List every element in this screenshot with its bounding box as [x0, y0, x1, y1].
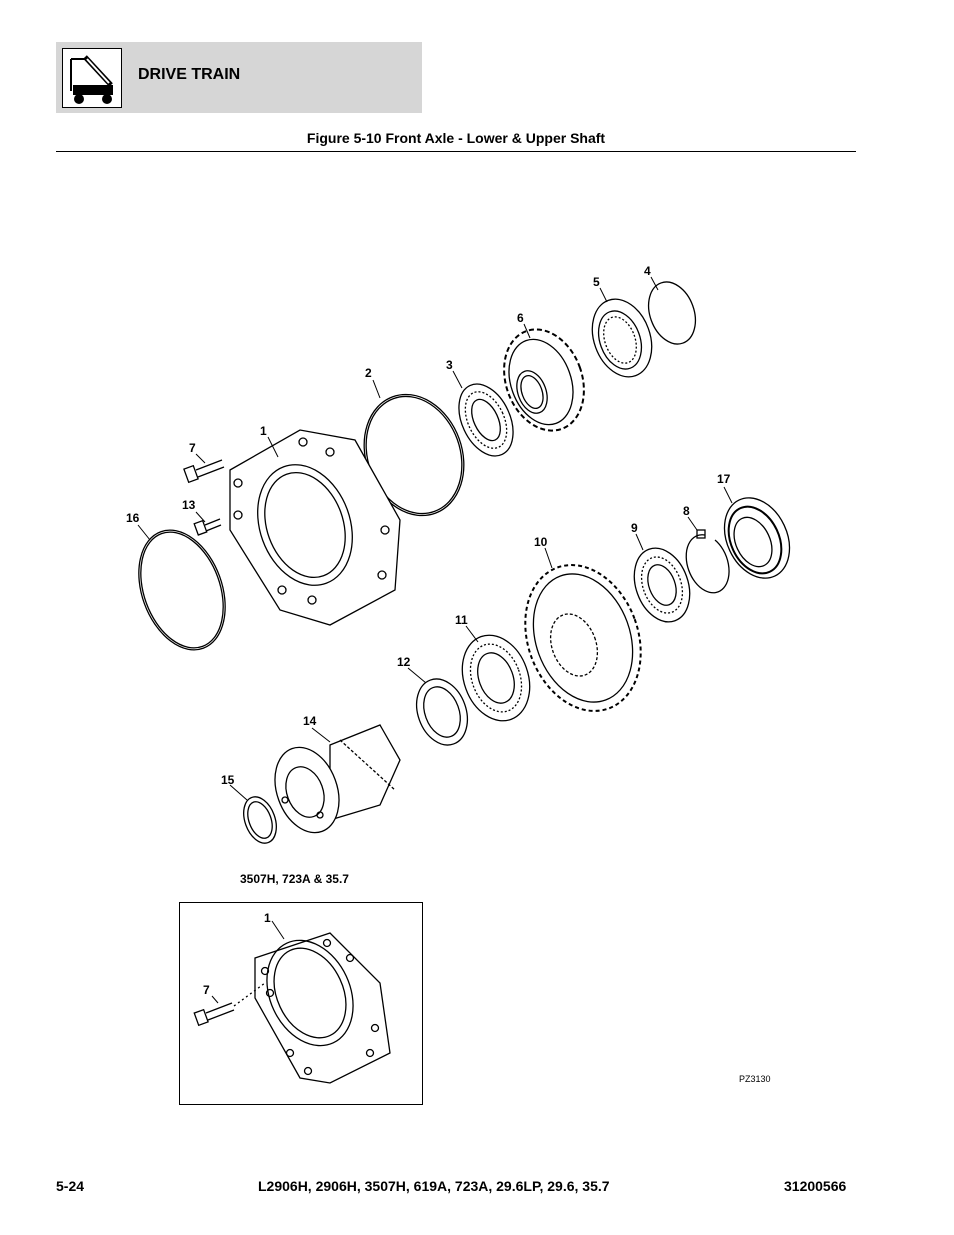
callout-14: 14 [303, 714, 317, 728]
callout-7: 7 [189, 441, 196, 455]
callout-2: 2 [365, 366, 372, 380]
inset-drawing: 1 7 [179, 902, 423, 1105]
part-1-housing [229, 429, 401, 626]
part-11-bearing [461, 634, 531, 722]
part-8-snap-ring [685, 529, 730, 594]
part-10-gear [524, 564, 642, 712]
part-6-gear [503, 328, 585, 432]
callout-11: 11 [455, 613, 468, 627]
callout-8: 8 [683, 504, 690, 518]
header-rule [56, 151, 856, 152]
inset-callout-7: 7 [203, 983, 210, 997]
variant-label: 3507H, 723A & 35.7 [240, 872, 349, 886]
callout-5: 5 [593, 275, 600, 289]
model-list: L2906H, 2906H, 3507H, 619A, 723A, 29.6LP… [258, 1178, 610, 1194]
callout-1: 1 [260, 424, 267, 438]
part-5-bearing [591, 298, 653, 378]
aerial-lift-icon [62, 48, 122, 108]
inset-callout-1: 1 [264, 911, 271, 925]
inset-housing-drawing: 1 7 [193, 911, 391, 1084]
callout-12: 12 [397, 655, 411, 669]
part-7-bolt [183, 459, 225, 484]
callout-3: 3 [446, 358, 453, 372]
callout-4: 4 [644, 264, 651, 278]
callout-16: 16 [126, 511, 140, 525]
document-number: 31200566 [784, 1178, 847, 1194]
part-3-bearing [458, 383, 514, 457]
callout-10: 10 [534, 535, 548, 549]
part-4-cap [647, 281, 697, 345]
part-13-bolt [193, 518, 222, 536]
callout-6: 6 [517, 311, 524, 325]
figure-title: Figure 5-10 Front Axle - Lower & Upper S… [306, 130, 606, 146]
part-17-seal [723, 497, 791, 579]
part-9-bearing [633, 547, 691, 623]
part-15-ring [243, 796, 277, 844]
callout-9: 9 [631, 521, 638, 535]
part-14-shaft [274, 724, 401, 834]
drawing-code: PZ3130 [739, 1074, 771, 1084]
part-12-race [415, 678, 469, 746]
section-title: DRIVE TRAIN [138, 66, 241, 83]
section-header: DRIVE TRAIN [56, 42, 422, 113]
part-16-o-ring [138, 529, 226, 651]
callout-13: 13 [182, 498, 196, 512]
callout-17: 17 [717, 472, 731, 486]
page-number: 5-24 [56, 1178, 85, 1194]
callout-15: 15 [221, 773, 235, 787]
leader-lines [137, 276, 733, 801]
